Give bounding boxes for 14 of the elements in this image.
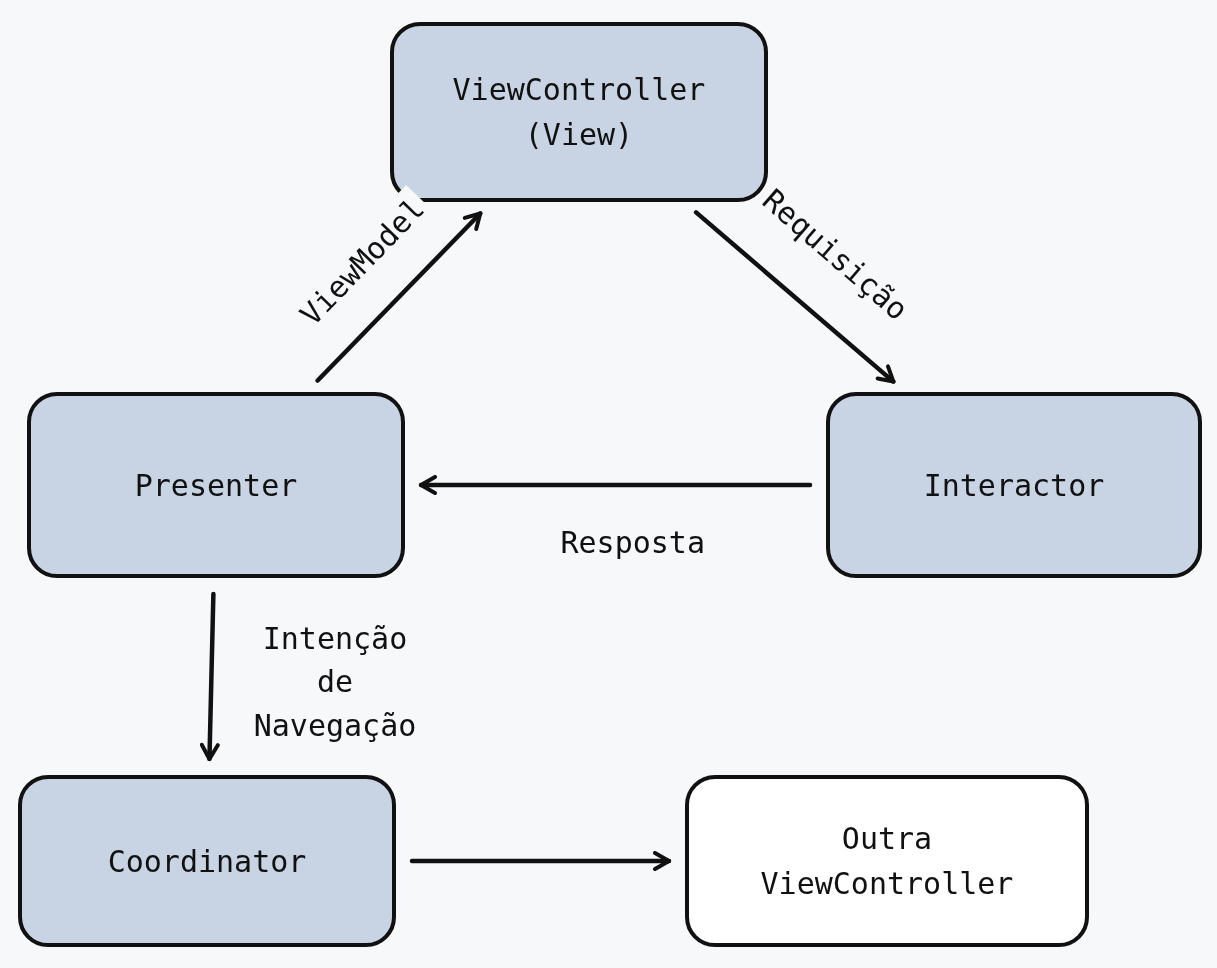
- node-label: ViewController (View): [451, 71, 707, 154]
- node-label: Interactor: [923, 466, 1105, 505]
- arrow: [409, 851, 672, 871]
- process-box: [685, 775, 1089, 947]
- process-box: [27, 392, 405, 578]
- node-label: Coordinator: [107, 842, 307, 881]
- arrow: [199, 591, 220, 762]
- process-box: [826, 392, 1202, 578]
- node-label: Presenter: [134, 466, 298, 505]
- arrow: [418, 475, 813, 495]
- arrow: [315, 211, 483, 383]
- node-label: Outra ViewController: [759, 820, 1015, 903]
- process-box: [18, 775, 396, 947]
- arrow: [693, 210, 896, 384]
